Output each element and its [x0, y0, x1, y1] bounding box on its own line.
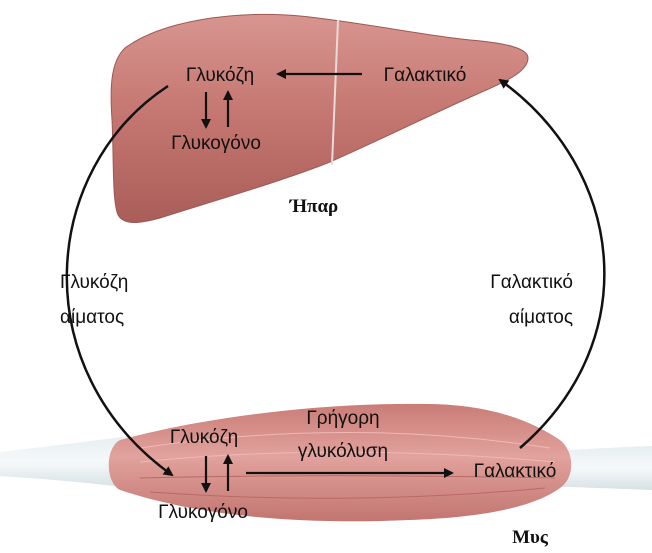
blood-glucose-label-line2: αίματος [60, 307, 124, 328]
liver-glycogen-label: Γλυκογόνο [171, 133, 261, 154]
liver-illustration [111, 14, 528, 222]
muscle-glucose-label: Γλυκόζη [170, 427, 238, 448]
muscle-organ-label: Μυς [512, 527, 549, 548]
liver-glucose-label: Γλυκόζη [186, 65, 254, 86]
glycolysis-label-line2: γλυκόλυση [298, 441, 388, 462]
blood-lactate-arrow [500, 80, 604, 448]
blood-lactate-label-line2: αίματος [509, 307, 573, 328]
blood-glucose-label-line1: Γλυκόζη [60, 272, 128, 293]
glycolysis-label-line1: Γρήγορη [306, 408, 379, 429]
liver-organ-label: Ήπαρ [289, 196, 338, 217]
blood-lactate-label-line1: Γαλακτικό [490, 272, 573, 293]
liver-lactate-label: Γαλακτικό [384, 65, 467, 86]
muscle-lactate-label: Γαλακτικό [474, 461, 557, 482]
muscle-glycogen-label: Γλυκογόνο [158, 502, 248, 523]
